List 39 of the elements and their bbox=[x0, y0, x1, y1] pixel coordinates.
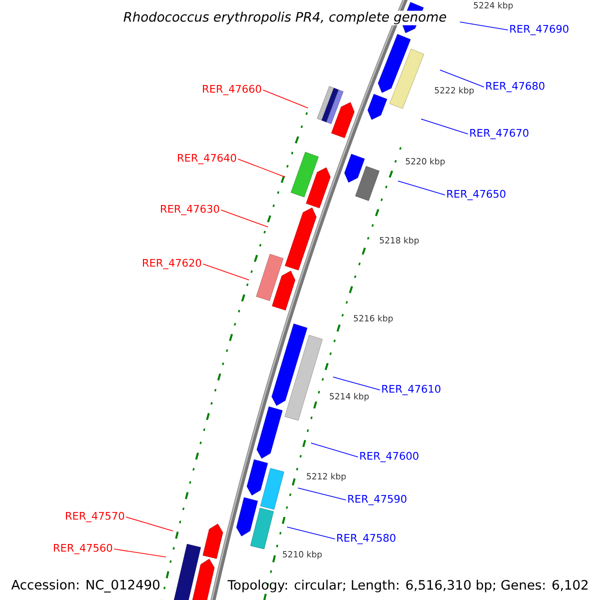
gene-label: RER_47600 bbox=[360, 452, 418, 462]
leader-line bbox=[114, 548, 166, 558]
leader-line bbox=[202, 264, 250, 280]
gene-label: RER_47690 bbox=[510, 24, 568, 36]
scale-label: 5216 kbp bbox=[354, 314, 393, 324]
gene-label: RER_47590 bbox=[348, 494, 406, 506]
scale-label: 5218 kbp bbox=[380, 236, 419, 246]
scale-label: 5214 kbp bbox=[330, 392, 369, 402]
gene-label: RER_47560 bbox=[54, 544, 112, 554]
scale-label: 5224 kbp bbox=[474, 2, 513, 10]
leader-line bbox=[298, 488, 346, 500]
gene-label: RER_47680 bbox=[486, 82, 544, 92]
gene-label: RER_47640 bbox=[178, 154, 236, 164]
leader-line bbox=[126, 516, 174, 532]
scale-label: 5222 kbp bbox=[434, 86, 474, 96]
gene-label: RER_47670 bbox=[470, 128, 528, 140]
leader-line bbox=[420, 118, 468, 134]
gene-label: RER_47610 bbox=[382, 384, 440, 396]
info-text: Topology: circular; Length: 6,516,310 bp; Genes: 6,102 bbox=[228, 580, 588, 592]
gene-label: RER_47570 bbox=[66, 512, 124, 522]
gene-label: RER_47650 bbox=[447, 190, 506, 200]
leader-line bbox=[460, 22, 508, 30]
leader-line bbox=[332, 376, 380, 390]
leader-line bbox=[398, 180, 446, 196]
leader-line bbox=[286, 526, 336, 540]
title: Rhodococcus erythropolis PR4, complete genome bbox=[122, 10, 448, 26]
gene-label: RER_47580 bbox=[337, 534, 396, 544]
scale-label: 5210 kbp bbox=[282, 550, 322, 560]
leader-line bbox=[440, 70, 484, 88]
leader-line bbox=[238, 158, 286, 178]
gene-label: RER_47630 bbox=[160, 204, 220, 216]
info-text: Accession: NC_012490 bbox=[11, 580, 160, 592]
scale-label: 5212 kbp bbox=[306, 472, 346, 482]
leader-line bbox=[310, 442, 358, 458]
scale-label: 5220 kbp bbox=[406, 158, 445, 166]
gene-label: RER_47660 bbox=[202, 84, 262, 96]
leader-line bbox=[262, 90, 308, 108]
leader-line bbox=[220, 210, 268, 228]
gene-label: RER_47620 bbox=[142, 258, 202, 270]
